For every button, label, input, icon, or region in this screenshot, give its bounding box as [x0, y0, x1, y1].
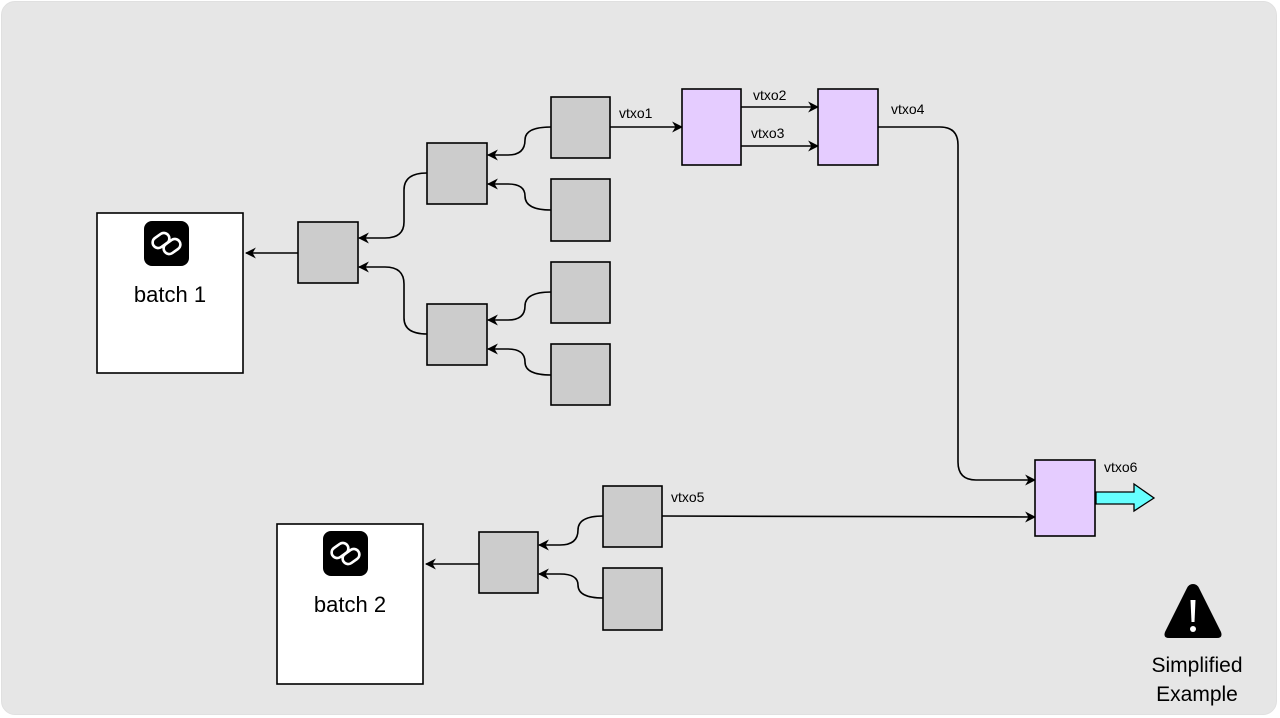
b2-tree-node-root[interactable] — [478, 531, 539, 594]
tree-leaf-3[interactable] — [550, 261, 611, 324]
vtxo1-label: vtxo1 — [619, 105, 653, 121]
chain-link-icon — [144, 221, 189, 266]
vtxo6-label: vtxo6 — [1104, 459, 1138, 475]
tree-leaf-4[interactable] — [550, 343, 611, 406]
batch-1-tree-nodes — [297, 96, 611, 406]
batch-1-box[interactable]: batch 1 — [96, 212, 244, 374]
tree-node-lower-mid[interactable] — [426, 303, 488, 366]
edge-upper-mid-to-root — [357, 172, 428, 244]
tree-node-root[interactable] — [297, 221, 359, 284]
tree-leaf-1[interactable] — [550, 96, 611, 159]
vtxo5-label: vtxo5 — [671, 489, 705, 505]
edges-batch-2-tree — [424, 515, 604, 599]
edge-leaf-1-to-upper-mid — [486, 126, 552, 161]
edge-leaf-2-to-upper-mid — [486, 178, 552, 211]
edges-vtxo-chain — [610, 101, 1037, 523]
simplified-example-note: Simplified Example — [1151, 584, 1243, 706]
batch-2-box[interactable]: batch 2 — [276, 523, 424, 685]
edges-batch-1-tree — [244, 126, 552, 376]
batch-2-label: batch 2 — [314, 592, 386, 617]
batch-2-tree-nodes — [478, 485, 663, 631]
vtxo-nodes — [681, 88, 1096, 537]
note-line-1: Simplified — [1151, 654, 1242, 677]
vtxo2-label: vtxo2 — [753, 87, 787, 103]
warning-icon — [1164, 584, 1222, 638]
batch-1-label: batch 1 — [134, 282, 206, 307]
edge-lower-mid-to-root — [357, 261, 428, 335]
tree-leaf-2[interactable] — [550, 178, 611, 242]
vtxo3-label: vtxo3 — [751, 125, 785, 141]
edge-leaf-4-to-lower-mid — [486, 343, 552, 376]
edge-b2-leaf-1-to-root — [537, 515, 604, 551]
edge-vtxo4 — [878, 126, 1037, 486]
vtxo-node-b[interactable] — [817, 88, 879, 166]
vtxo-node-c[interactable] — [1034, 459, 1096, 537]
b2-tree-leaf-1[interactable] — [602, 485, 663, 548]
note-line-2: Example — [1156, 683, 1238, 706]
chain-link-icon — [323, 531, 368, 576]
edge-b2-leaf-2-to-root — [537, 568, 604, 599]
vtxo4-label: vtxo4 — [891, 101, 925, 117]
edge-leaf-3-to-lower-mid — [486, 291, 552, 326]
output-arrow — [1095, 482, 1156, 513]
tree-node-upper-mid[interactable] — [426, 142, 488, 205]
edge-vtxo5 — [661, 511, 1037, 523]
vtxo-node-a[interactable] — [681, 88, 742, 166]
b2-tree-leaf-2[interactable] — [602, 567, 663, 631]
vtxo-labels: vtxo1 vtxo2 vtxo3 vtxo4 vtxo5 vtxo6 — [619, 87, 1138, 505]
